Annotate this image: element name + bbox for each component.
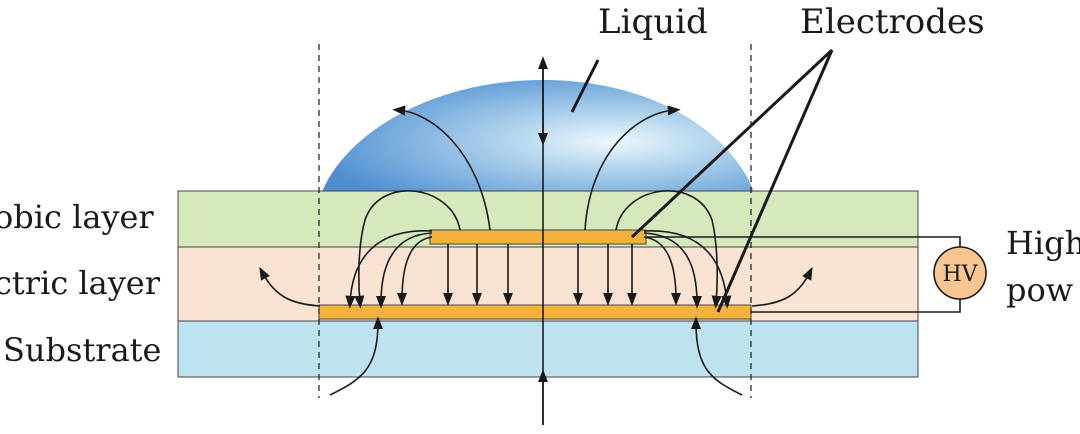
label-pointer-lines xyxy=(570,48,834,313)
liquid-label: Liquid xyxy=(598,2,708,42)
hydrophobic-layer-label: obic layer xyxy=(0,198,154,236)
high-voltage-label-line1: High xyxy=(1006,224,1080,262)
substrate-label: Substrate xyxy=(3,331,161,369)
bottom-electrode xyxy=(318,304,752,320)
high-voltage-label-line2: pow xyxy=(1006,271,1073,309)
hv-label: HV xyxy=(942,262,978,287)
hv-source-icon xyxy=(933,246,987,300)
liquid-droplet xyxy=(322,80,754,192)
electrodes-label: Electrodes xyxy=(800,2,985,42)
substrate-layer xyxy=(177,320,919,378)
field-lines xyxy=(259,56,813,425)
dielectric-layer-label: ctric layer xyxy=(0,264,161,302)
top-electrode xyxy=(429,229,647,245)
